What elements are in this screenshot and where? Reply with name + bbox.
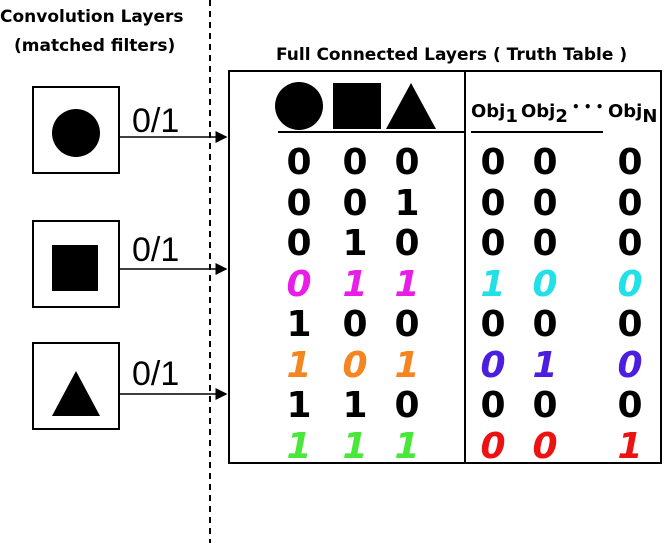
output-cell: 0 [480,182,506,224]
triangle-filter-box [32,342,120,430]
object-header-n: ObjN [608,101,657,127]
output-cell: 0 [480,142,506,183]
output-cell: 0 [617,263,643,305]
input-cell: 0 [394,304,420,345]
square-icon [52,245,98,291]
input-cell: 0 [286,223,312,264]
truth-table-box [228,70,662,464]
output-cell: 0 [532,142,558,183]
object-header-2-sub: 2 [555,106,568,127]
circle-filter-box [32,86,120,174]
truth-table-heading: Full Connected Layers ( Truth Table ) [276,45,628,65]
output-cell: 0 [532,263,558,305]
input-cell: 1 [342,425,368,467]
input-cell: 1 [286,304,312,345]
input-cell: 0 [286,263,312,305]
input-cell: 0 [394,223,420,264]
output-cell: 0 [480,425,506,467]
input-cell: 0 [286,182,312,224]
output-cell: 0 [617,223,643,264]
input-cell: 1 [394,263,420,305]
object-header-n-text: Obj [608,101,643,122]
ellipsis: • • • [572,100,604,114]
output-cell: 0 [617,304,643,345]
object-header-n-sub: N [642,106,658,127]
input-cell: 0 [342,182,368,224]
input-cell: 1 [394,182,420,224]
header-square-icon [333,83,381,129]
triangle-edge-label: 0/1 [132,355,180,393]
input-cell: 0 [342,344,368,386]
object-header-1-text: Obj [471,101,506,122]
input-cell: 0 [342,304,368,345]
output-cell: 0 [532,385,558,426]
output-cell: 1 [480,263,506,305]
input-cell: 0 [342,142,368,183]
input-cell: 1 [286,425,312,467]
circle-icon [52,109,100,157]
input-cell: 1 [286,344,312,386]
output-cell: 0 [617,142,643,183]
output-cell: 0 [480,385,506,426]
header-triangle-icon [386,83,436,129]
output-cell: 0 [480,344,506,386]
input-cell: 0 [286,142,312,183]
square-filter-box [32,220,120,308]
output-cell: 1 [617,425,643,467]
output-cell: 0 [532,182,558,224]
input-cell: 1 [286,385,312,426]
input-cell: 1 [342,263,368,305]
input-cell: 1 [394,425,420,467]
input-cell: 0 [394,142,420,183]
circle-edge-label: 0/1 [132,102,180,140]
object-header-1-sub: 1 [505,106,518,127]
object-header-2-text: Obj [521,101,556,122]
output-cell: 1 [532,344,558,386]
input-cell: 1 [342,385,368,426]
output-cell: 0 [532,425,558,467]
input-cell: 0 [394,385,420,426]
convolution-layers-heading: Convolution Layers [0,7,184,27]
output-cell: 0 [617,385,643,426]
object-header-2: Obj2 [521,101,568,127]
object-header-1: Obj1 [471,101,518,127]
output-cell: 0 [532,223,558,264]
triangle-icon [52,371,100,416]
square-edge-label: 0/1 [132,231,180,269]
output-cell: 0 [480,304,506,345]
header-circle-icon [275,82,323,130]
output-cell: 0 [617,344,643,386]
input-cell: 1 [342,223,368,264]
output-cell: 0 [480,223,506,264]
input-cell: 1 [394,344,420,386]
output-cell: 0 [617,182,643,224]
output-cell: 0 [532,304,558,345]
matched-filters-subheading: (matched filters) [14,36,176,56]
